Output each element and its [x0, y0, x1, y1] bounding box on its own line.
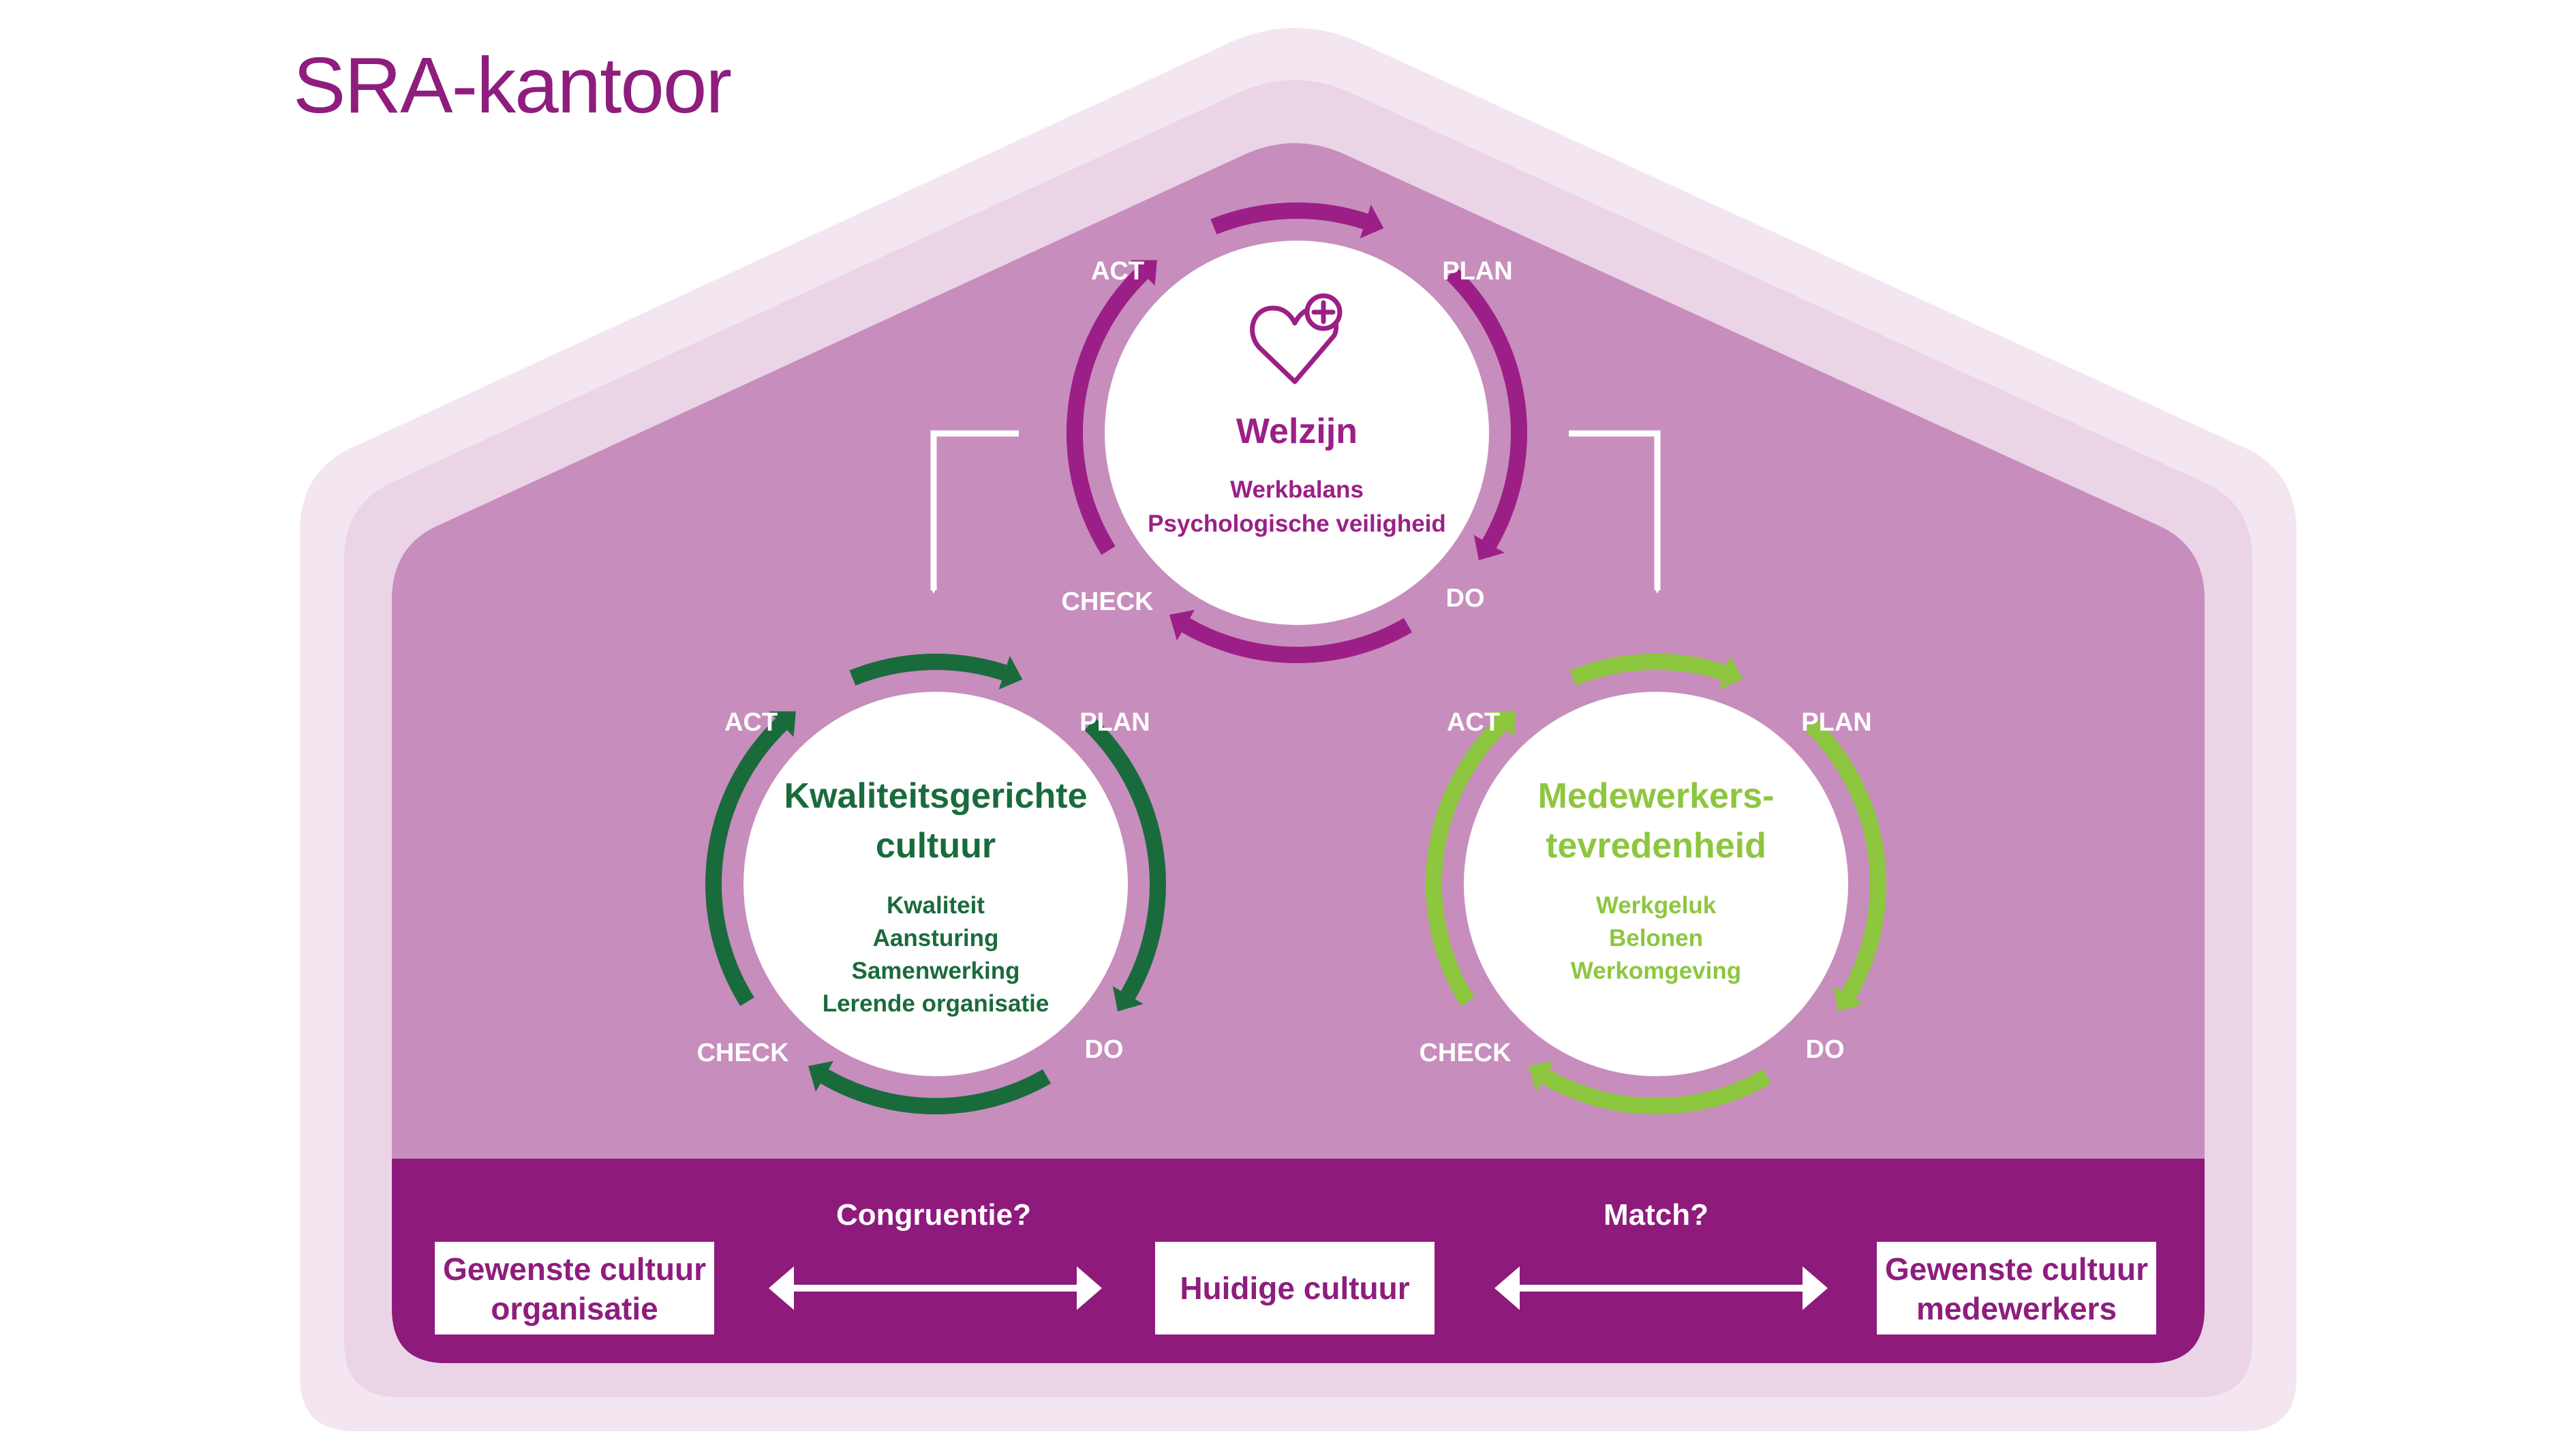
kwaliteit-item: Kwaliteit — [887, 892, 985, 919]
medewerkers-title-line: Medewerkers- — [1538, 776, 1775, 816]
page-title: SRA-kantoor — [293, 41, 731, 129]
pdca-arrowhead — [1473, 535, 1505, 560]
pdca-arrowhead — [1360, 204, 1384, 239]
pdca-label-act: ACT — [1447, 708, 1500, 737]
pdca-arrowhead — [1719, 656, 1743, 690]
pdca-arrowhead — [998, 656, 1023, 690]
medewerkers-item: Werkgeluk — [1596, 892, 1717, 919]
pdca-arcs-medewerkers — [1426, 654, 1886, 1114]
double-arrow-right — [1494, 1266, 1828, 1310]
pdca-arrowhead — [1169, 609, 1195, 641]
kwaliteit-item: Lerende organisatie — [823, 990, 1049, 1017]
box-huidige-cultuur: Huidige cultuur — [1155, 1242, 1435, 1334]
medewerkers-item: Werkomgeving — [1571, 958, 1741, 984]
pdca-arc-segment — [1426, 718, 1507, 1007]
pdca-arrowhead — [1529, 1061, 1554, 1092]
cycle-kwaliteit: Kwaliteitsgerichte cultuur Kwaliteit Aan… — [696, 654, 1166, 1114]
kwaliteit-title-line: cultuur — [876, 826, 996, 866]
pdca-label-check: CHECK — [1061, 588, 1154, 616]
pdca-label-act: ACT — [1091, 257, 1144, 286]
pdca-arrowhead — [1112, 986, 1144, 1011]
connector-arrow-left — [930, 430, 1019, 594]
pdca-arc-segment — [1445, 266, 1527, 548]
pdca-label-do: DO — [1806, 1035, 1845, 1064]
pdca-arrowhead — [1489, 711, 1516, 737]
connector-arrow-right — [1569, 430, 1661, 594]
pdca-arc-segment — [1541, 1069, 1771, 1114]
congruentie-label: Congruentie? — [836, 1198, 1031, 1232]
box-text-line: medewerkers — [1916, 1291, 2117, 1326]
circle-welzijn — [1105, 241, 1489, 625]
welzijn-title: Welzijn — [1236, 412, 1358, 451]
kwaliteit-item: Samenwerking — [851, 958, 1019, 984]
pdca-arc-segment — [1210, 202, 1368, 234]
medewerkers-item: Belonen — [1609, 925, 1703, 951]
kwaliteit-item: Aansturing — [873, 925, 999, 951]
welzijn-item: Werkbalans — [1230, 476, 1364, 503]
pdca-arc-segment — [821, 1069, 1051, 1114]
pdca-arc-segment — [1569, 654, 1728, 686]
pdca-label-check: CHECK — [696, 1039, 789, 1067]
pdca-arrowhead — [1833, 986, 1864, 1011]
pdca-arcs-kwaliteit — [705, 654, 1166, 1114]
house-inner-layer — [392, 143, 2205, 1363]
pdca-label-plan: PLAN — [1442, 257, 1512, 286]
double-arrow-left — [769, 1266, 1102, 1310]
match-label: Match? — [1604, 1198, 1708, 1232]
kwaliteit-title-line: Kwaliteitsgerichte — [784, 776, 1087, 816]
cycle-welzijn: Welzijn Werkbalans Psychologische veilig… — [1061, 202, 1527, 663]
medewerkers-title-line: tevredenheid — [1546, 826, 1766, 866]
box-text-line: Gewenste cultuur — [443, 1251, 706, 1287]
pdca-label-plan: PLAN — [1079, 708, 1150, 737]
pdca-arrowhead — [808, 1061, 833, 1092]
circle-medewerkers — [1464, 692, 1848, 1076]
box-text-line: Gewenste cultuur — [1885, 1251, 2148, 1287]
box-gewenste-cultuur-medewerkers: Gewenste cultuur medewerkers — [1877, 1242, 2156, 1334]
pdca-label-plan: PLAN — [1801, 708, 1871, 737]
box-text-line: organisatie — [491, 1291, 658, 1326]
pdca-arc-segment — [1067, 266, 1148, 555]
pdca-arc-segment — [849, 654, 1007, 686]
pdca-arc-segment — [1182, 617, 1412, 663]
heart-plus-icon — [1250, 293, 1343, 384]
circle-kwaliteit — [743, 692, 1128, 1076]
pdca-arrowhead — [769, 711, 796, 737]
welzijn-item: Psychologische veiligheid — [1148, 510, 1446, 537]
box-gewenste-cultuur-organisatie: Gewenste cultuur organisatie — [435, 1242, 714, 1334]
pdca-label-do: DO — [1085, 1035, 1124, 1064]
pdca-arrowhead — [1130, 260, 1157, 286]
pdca-arc-segment — [1805, 718, 1886, 999]
pdca-arcs-welzijn — [1067, 202, 1527, 663]
pdca-label-do: DO — [1446, 584, 1485, 613]
cycle-medewerkers: Medewerkers- tevredenheid Werkgeluk Belo… — [1419, 654, 1886, 1114]
pdca-label-act: ACT — [724, 708, 778, 737]
pdca-arc-segment — [705, 718, 787, 1007]
box-text-line: Huidige cultuur — [1180, 1270, 1409, 1306]
pdca-arc-segment — [1084, 718, 1166, 999]
pdca-label-check: CHECK — [1419, 1039, 1512, 1067]
